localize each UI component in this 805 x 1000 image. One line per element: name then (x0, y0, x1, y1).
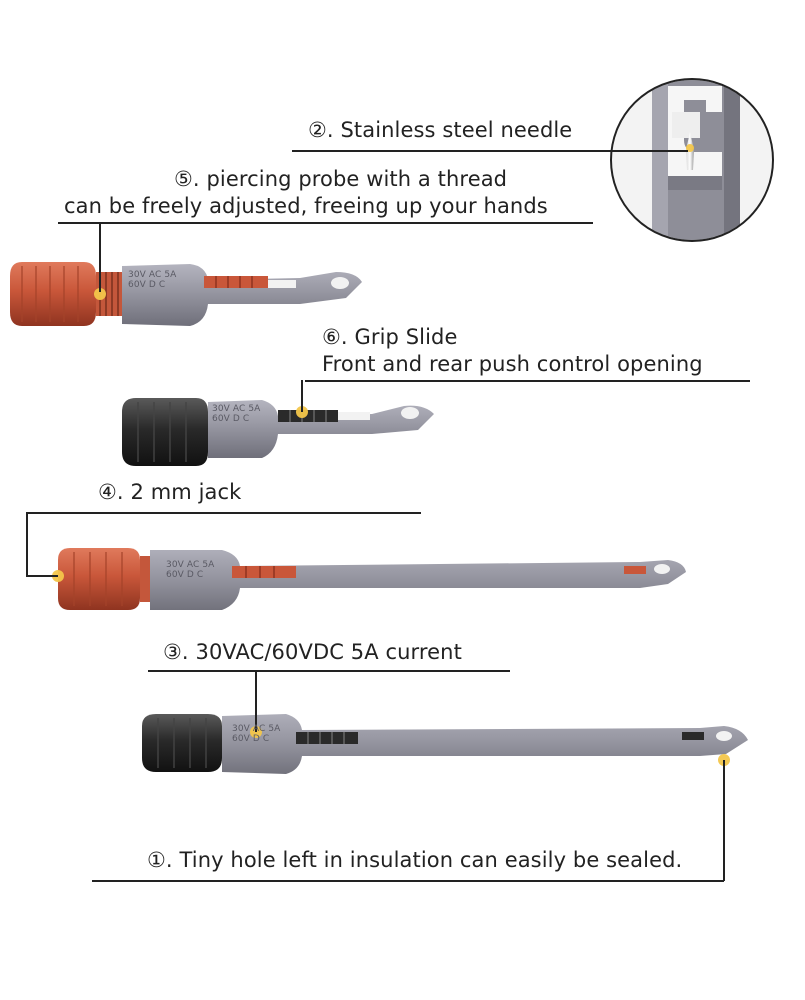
label-piercing-probe-line2: can be freely adjusted, freeing up your … (64, 194, 548, 218)
callout-thread-underline (58, 222, 593, 224)
probe-black-long (142, 714, 748, 774)
label-current-rating: ③. 30VAC/60VDC 5A current (163, 640, 462, 664)
marking-1-line1: 30V AC 5A (128, 270, 177, 280)
probe-marking-3: 30V AC 5A 60V D C (166, 560, 214, 580)
callout-jack-leader-foot (26, 575, 58, 577)
probe-orange-long (52, 548, 686, 610)
callout-grip-underline (305, 380, 750, 382)
marking-3-line1: 30V AC 5A (166, 560, 215, 570)
callout-jack-underline (26, 512, 421, 514)
callout-current-leader (255, 670, 257, 732)
needle-zoom-circle (610, 78, 774, 242)
label-stainless-needle: ②. Stainless steel needle (308, 118, 573, 142)
callout-current-underline (148, 670, 510, 672)
marking-4-line1: 30V AC 5A (232, 724, 281, 734)
callout-jack-leader (26, 512, 28, 576)
label-piercing-probe: ⑤. piercing probe with a thread can be f… (64, 166, 548, 220)
callout-hole-underline (92, 880, 724, 882)
label-2mm-jack: ④. 2 mm jack (98, 480, 242, 504)
marking-2-line1: 30V AC 5A (212, 404, 261, 414)
label-piercing-probe-line1: ⑤. piercing probe with a thread (174, 167, 508, 191)
probe-orange-short (10, 262, 362, 326)
marking-2-line2: 60V D C (212, 414, 250, 424)
callout-hole-leader (723, 760, 725, 881)
probe-black-short (122, 398, 434, 466)
probe-marking-4: 30V AC 5A 60V D C (232, 724, 280, 744)
marking-3-line2: 60V D C (166, 570, 204, 580)
probe-marking-2: 30V AC 5A 60V D C (212, 404, 260, 424)
label-grip-slide-line2: Front and rear push control opening (322, 352, 703, 376)
label-grip-slide: ⑥. Grip Slide Front and rear push contro… (322, 324, 703, 378)
marking-1-line2: 60V D C (128, 280, 166, 290)
callout-needle-underline (292, 150, 688, 152)
label-grip-slide-line1: ⑥. Grip Slide (322, 325, 458, 349)
callout-grip-leader (301, 380, 303, 412)
probe-marking-1: 30V AC 5A 60V D C (128, 270, 176, 290)
marking-4-line2: 60V D C (232, 734, 270, 744)
label-tiny-hole: ①. Tiny hole left in insulation can easi… (147, 848, 683, 872)
callout-thread-leader (99, 222, 101, 292)
